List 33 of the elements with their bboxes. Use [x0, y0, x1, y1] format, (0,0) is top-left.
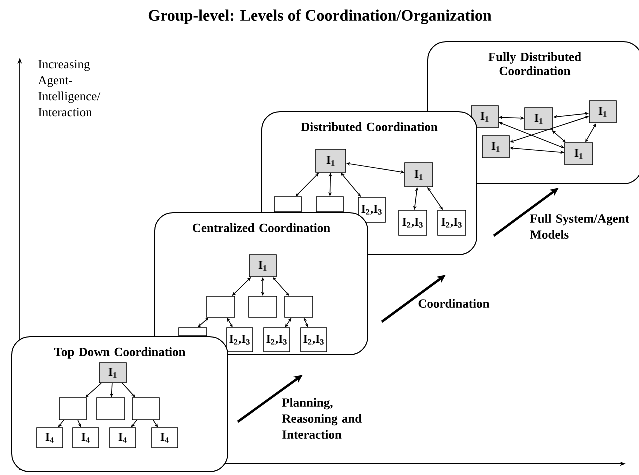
agent-box: I$_{1}$: [99, 362, 127, 384]
empty-box: [59, 398, 87, 420]
agent-box: I$_{1}$: [249, 254, 277, 278]
agent-box: I$_{2}$,I$_{3}$: [438, 210, 466, 236]
title: Group-level: Levels of Coordination/Organization: [148, 10, 492, 24]
agent-box: I$_{1}$: [404, 162, 434, 188]
empty-box: [96, 398, 126, 420]
empty-box: [206, 296, 236, 318]
empty-box: [284, 296, 314, 318]
empty-box: [274, 196, 302, 212]
agent-box: I$_{2}$,I$_{3}$: [264, 328, 290, 352]
arrow-label: Full System/Agent Models: [530, 214, 630, 239]
agent-box: I$_{1}$: [564, 142, 594, 166]
agent-box: I$_{2}$,I$_{3}$: [398, 210, 428, 236]
arrow-label: Planning, Reasoning and Interaction: [282, 398, 362, 439]
empty-box: [132, 398, 160, 420]
agent-box: I$_{1}$: [524, 108, 554, 130]
agent-box: I$_{4}$: [36, 428, 64, 448]
agent-box: I$_{1}$: [589, 100, 617, 124]
agent-box: I$_{2}$,I$_{3}$: [300, 328, 328, 352]
axis-label: Increasing Agent- Intelligence/ Interaction: [38, 60, 101, 117]
agent-box: I$_{2}$,I$_{3}$: [358, 197, 386, 223]
arrow-label: Coordination: [418, 299, 490, 308]
empty-box: [178, 328, 208, 336]
empty-box: [316, 196, 344, 212]
agent-box: I$_{4}$: [152, 428, 178, 448]
agent-box: I$_{2}$,I$_{3}$: [226, 328, 254, 352]
empty-box: [248, 296, 278, 318]
agent-box: I$_{1}$: [471, 106, 499, 128]
agent-box: I$_{4}$: [110, 428, 136, 448]
agent-box: I$_{1}$: [316, 149, 346, 173]
agent-box: I$_{1}$: [482, 136, 510, 158]
agent-box: I$_{4}$: [72, 428, 100, 448]
